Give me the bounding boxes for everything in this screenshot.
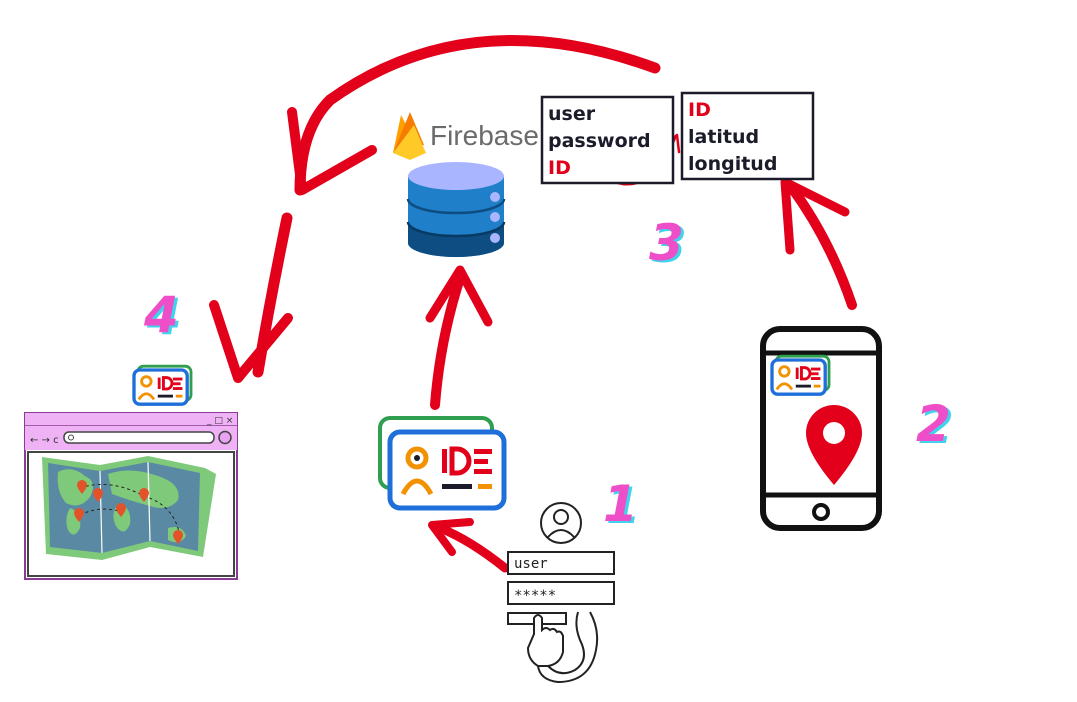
- arrow-box-to-firebase-curve: [287, 35, 661, 196]
- login-box-id: ID: [548, 157, 571, 179]
- password-field[interactable]: *****: [507, 581, 615, 605]
- arrow-firebase-to-browser: [209, 212, 293, 383]
- step-number-1: 1 1: [603, 475, 641, 535]
- phone-icon: [760, 326, 882, 531]
- svg-text:3: 3: [649, 214, 684, 272]
- location-box-latitud: latitud: [688, 126, 759, 148]
- login-box-password: password: [548, 130, 651, 152]
- svg-text:2: 2: [916, 395, 951, 453]
- location-box-longitud: longitud: [688, 153, 777, 175]
- firebase-flame-icon: [393, 112, 426, 160]
- profile-icon[interactable]: [218, 430, 232, 445]
- login-box-user: user: [548, 103, 596, 125]
- search-icon: [68, 434, 74, 441]
- username-field[interactable]: user: [507, 551, 615, 575]
- firebase-label: Firebase: [430, 120, 539, 151]
- password-value: *****: [514, 588, 556, 604]
- window-controls-icon: _ □ ×: [206, 416, 233, 426]
- step-number-4: 4 4: [143, 286, 182, 346]
- arrow-idcard-to-database: [425, 265, 493, 410]
- nav-arrows-icon: ← → c: [30, 435, 59, 446]
- browser-window-icon: _ □ × ← → c: [24, 412, 238, 580]
- login-form: user *****: [507, 502, 615, 684]
- arrow-phone-to-location-box: [780, 177, 857, 310]
- phone-id-card-icon: [770, 354, 831, 396]
- location-box-id: ID: [688, 99, 711, 121]
- arrow-form-to-idcard: [428, 518, 510, 573]
- username-value: user: [514, 556, 548, 572]
- login-data-box: user password ID: [540, 95, 675, 185]
- svg-text:1: 1: [606, 477, 641, 535]
- database-icon: [406, 162, 506, 257]
- address-bar[interactable]: [63, 431, 215, 444]
- svg-text:4: 4: [146, 288, 182, 346]
- svg-text:2: 2: [919, 397, 954, 455]
- step-number-2: 2 2: [916, 395, 954, 455]
- firebase-logo: Firebase: [393, 112, 539, 160]
- hand-pointer-icon: [526, 611, 599, 684]
- svg-text:1: 1: [603, 475, 638, 533]
- browser-id-card-icon: [132, 364, 193, 406]
- svg-text:3: 3: [652, 216, 687, 274]
- world-map-icon: [42, 456, 216, 560]
- user-avatar-icon: [540, 502, 582, 544]
- location-data-box: ID latitud longitud: [680, 91, 815, 181]
- step-number-3: 3 3: [649, 214, 687, 274]
- svg-text:4: 4: [143, 286, 179, 344]
- id-card-icon: [378, 416, 507, 511]
- location-pin-icon: [806, 405, 862, 485]
